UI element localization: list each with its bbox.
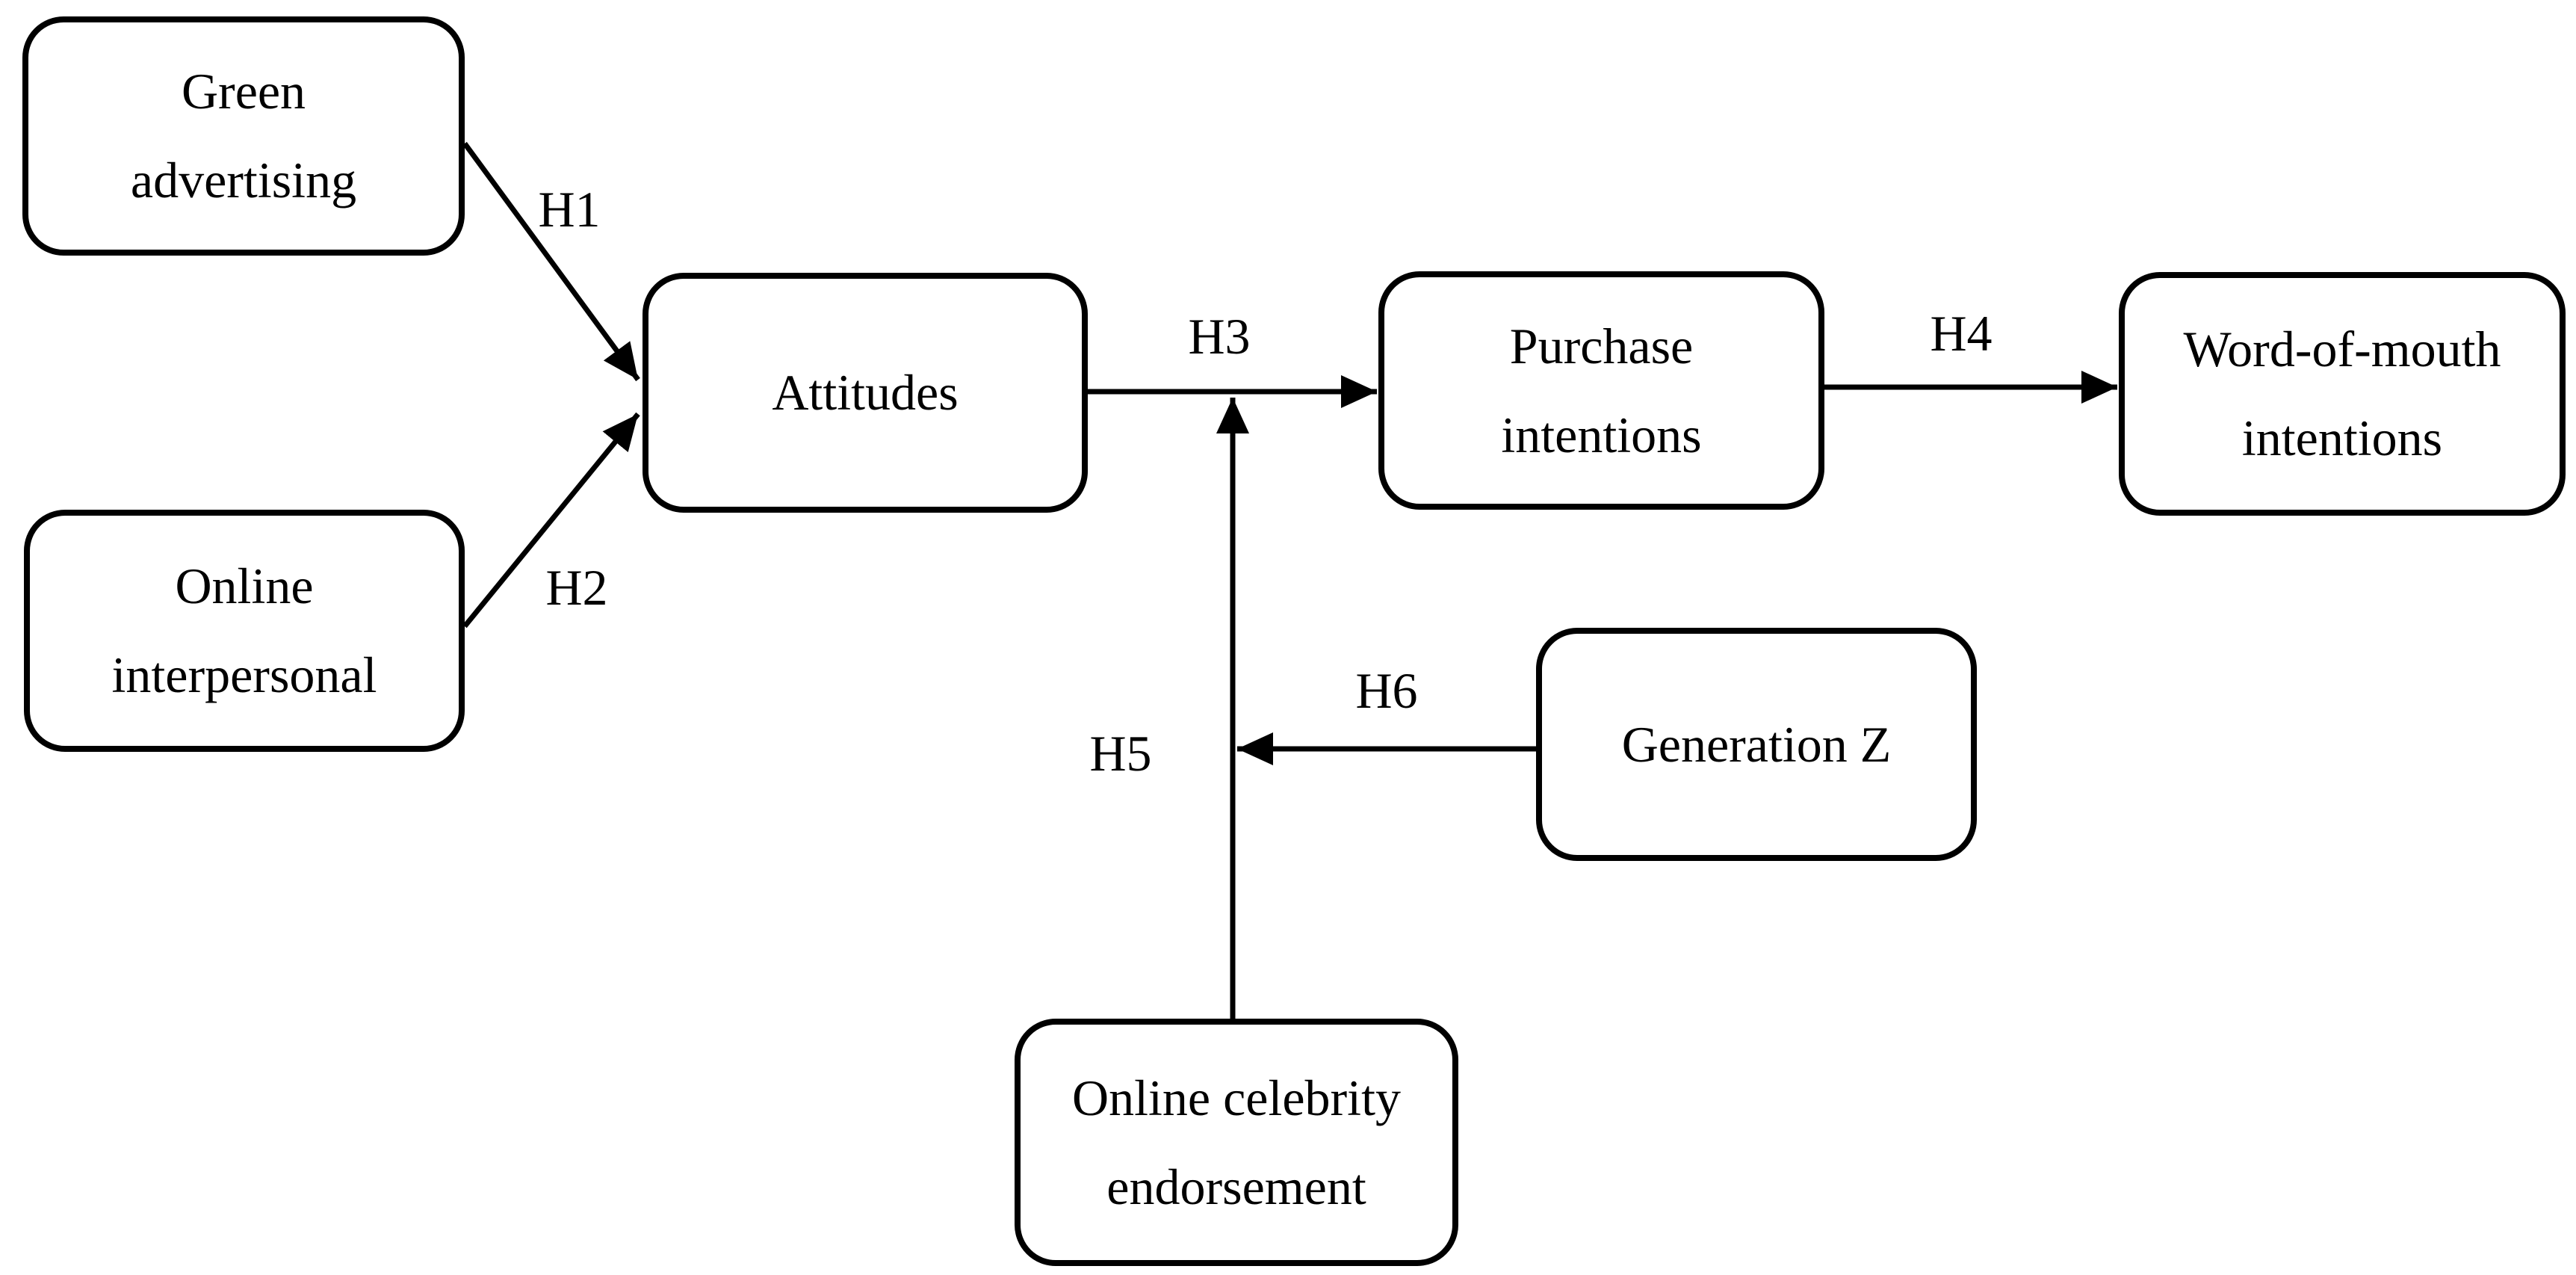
- edge-label-h5: H5: [1089, 725, 1152, 782]
- node-label: intentions: [1501, 406, 1702, 463]
- node-attitudes: Attitudes: [643, 273, 1088, 513]
- arrow-h2: [462, 412, 640, 629]
- node-online-celebrity-endorsement: Online celebrity endorsement: [1015, 1019, 1458, 1266]
- edge-label-h4: H4: [1930, 305, 1993, 362]
- node-label: Online celebrity: [1072, 1069, 1401, 1126]
- node-label: Purchase: [1509, 317, 1694, 374]
- node-label: Green: [181, 63, 306, 120]
- edge-label-h6: H6: [1355, 662, 1418, 719]
- node-green-advertising: Green advertising: [22, 16, 465, 256]
- edge-label-h2: H2: [545, 559, 608, 616]
- node-label: Generation Z: [1621, 715, 1892, 773]
- node-label: interpersonal: [111, 646, 377, 703]
- arrow-h1: [462, 141, 640, 382]
- node-label: Attitudes: [772, 364, 959, 421]
- node-label: Online: [175, 558, 314, 614]
- edge-label-h3: H3: [1188, 308, 1251, 365]
- node-word-of-mouth-intentions: Word-of-mouth intentions: [2119, 272, 2566, 516]
- edge-label-h1: H1: [538, 181, 601, 238]
- node-label: intentions: [2241, 410, 2443, 466]
- node-label: endorsement: [1106, 1158, 1366, 1215]
- node-label: advertising: [130, 152, 357, 209]
- node-generation-z: Generation Z: [1536, 628, 1977, 861]
- node-purchase-intentions: Purchase intentions: [1378, 271, 1824, 510]
- node-label: Word-of-mouth: [2183, 321, 2501, 377]
- node-online-interpersonal: Online interpersonal: [24, 510, 465, 752]
